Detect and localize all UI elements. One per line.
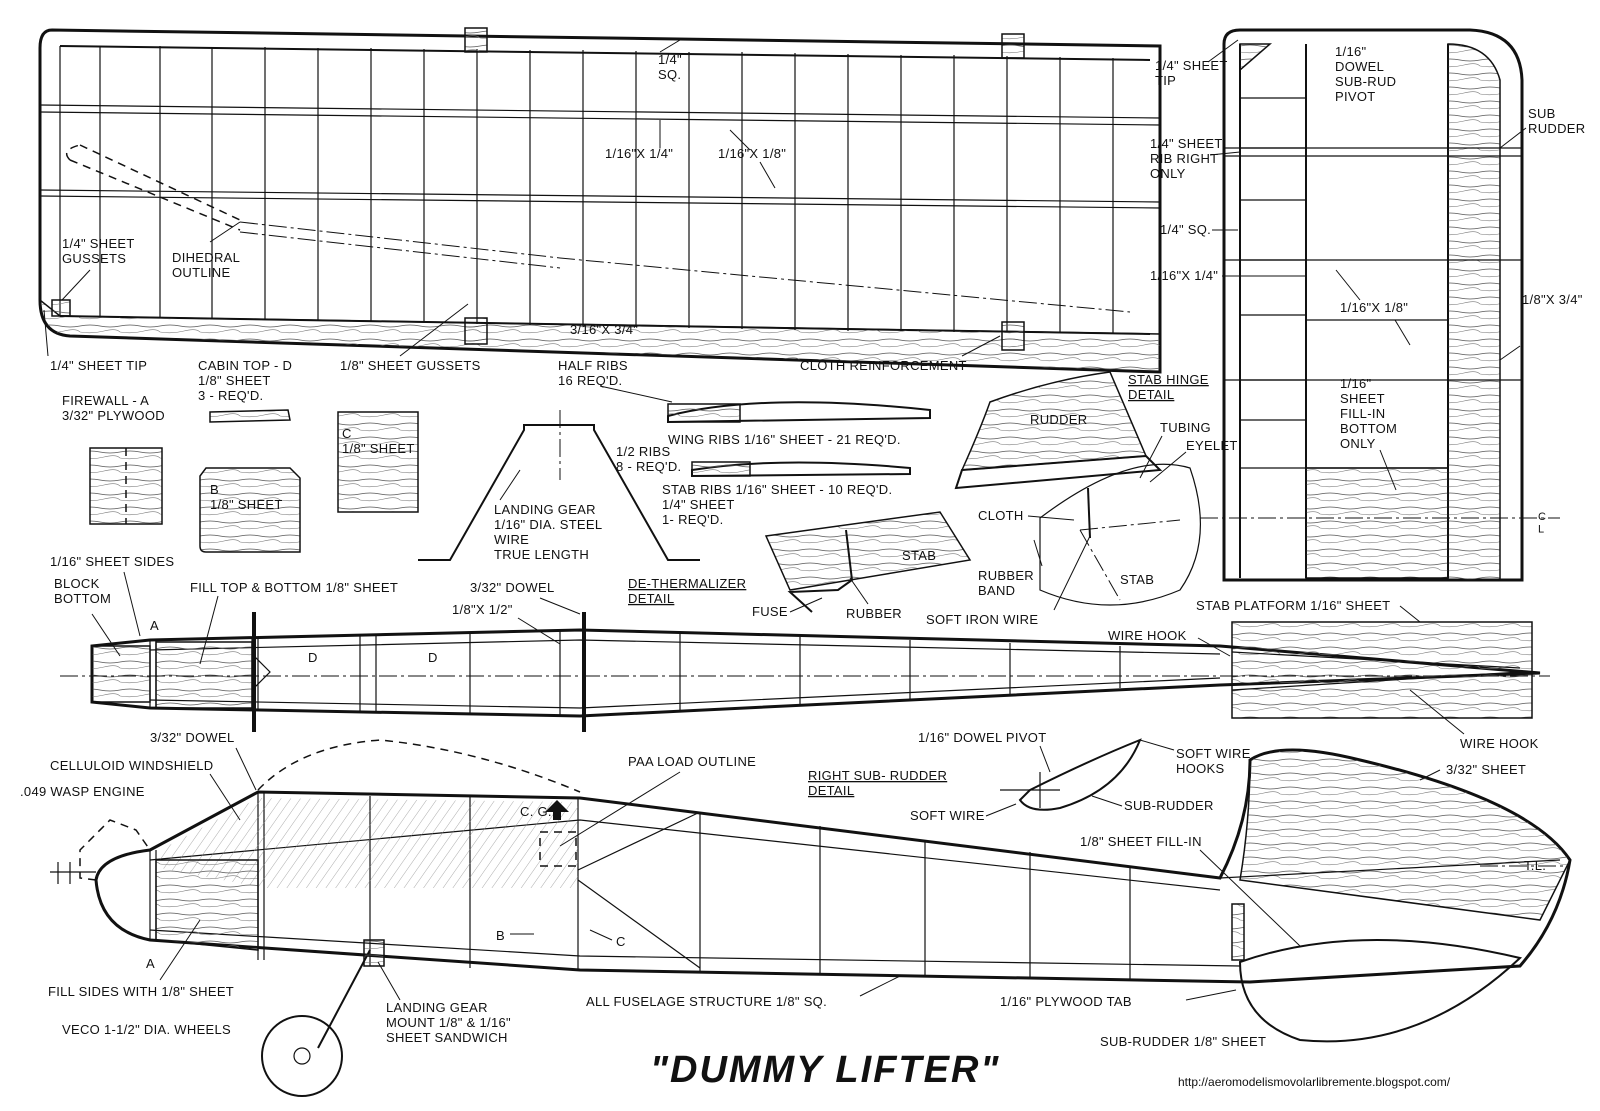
- hinge-cloth-label: CLOTH: [978, 508, 1024, 523]
- wire-hook-1-label: WIRE HOOK: [1108, 628, 1187, 643]
- top-dowel-label: 3/32" DOWEL: [470, 580, 555, 595]
- engine-label: .049 WASP ENGINE: [20, 784, 145, 799]
- plan-title: "DUMMY LIFTER": [650, 1049, 1000, 1091]
- hinge-stab-label: STAB: [1120, 572, 1154, 587]
- dt-fuse-label: FUSE: [752, 604, 788, 619]
- structure-label: ALL FUSELAGE STRUCTURE 1/8" SQ.: [586, 994, 827, 1009]
- wire-hook-2-label: WIRE HOOK: [1460, 736, 1539, 751]
- strip-label: 1/8"X 1/2": [452, 602, 513, 617]
- stab-sq-label: 1/4" SQ.: [1160, 222, 1211, 237]
- station-b-label: B: [496, 928, 505, 943]
- soft-iron-wire-label: SOFT IRON WIRE: [926, 612, 1038, 627]
- stab-platform-label: STAB PLATFORM 1/16" SHEET: [1196, 598, 1390, 613]
- fin-sheet-label: 3/32" SHEET: [1446, 762, 1526, 777]
- wing-gussets-label: 1/8" SHEET GUSSETS: [340, 358, 481, 373]
- stab-spar1-label: 1/16"X 1/4": [1150, 268, 1218, 283]
- stab-spar2-label: 1/16"X 1/8": [1340, 300, 1408, 315]
- stab-planform: [1200, 28, 1560, 582]
- tl-label: T.L.: [1524, 858, 1546, 873]
- stab-platform: [1231, 621, 1533, 719]
- fill-sides-label: FILL SIDES WITH 1/8" SHEET: [48, 984, 234, 999]
- part-b: [199, 467, 301, 553]
- dowel-pivot-label: 1/16" DOWEL PIVOT: [918, 730, 1046, 745]
- cg-label: C. G.: [520, 804, 552, 819]
- fuselage-top-view: [60, 612, 1550, 732]
- wing-spar1-label: 1/16"X 1/4": [605, 146, 673, 161]
- station-d1: D: [308, 650, 318, 665]
- fill-top-bottom-label: FILL TOP & BOTTOM 1/8" SHEET: [190, 580, 398, 595]
- firewall-part: [89, 447, 163, 525]
- wing-ribs: [59, 46, 1114, 334]
- paa-load-label: PAA LOAD OUTLINE: [628, 754, 756, 769]
- tubing-label: TUBING: [1160, 420, 1211, 435]
- block-bottom: [91, 645, 151, 703]
- stab-te-label: 1/8"X 3/4": [1522, 292, 1583, 307]
- wing-labels: 1/4"SQ. 1/16"X 1/4" 1/16"X 1/8" 1/4" SHE…: [43, 39, 1001, 373]
- wing-tip-label: 1/4" SHEET TIP: [50, 358, 147, 373]
- source-url: http://aeromodelismovolarlibremente.blog…: [1178, 1075, 1451, 1089]
- soft-wire-label: SOFT WIRE: [910, 808, 985, 823]
- wing-te-label: 3/16"X 3/4": [570, 322, 638, 337]
- station-d2: D: [428, 650, 438, 665]
- wing-ribs-label: WING RIBS 1/16" SHEET - 21 REQ'D.: [668, 432, 901, 447]
- wing-sq-label: 1/4"SQ.: [658, 52, 682, 82]
- wing-spar2-label: 1/16"X 1/8": [718, 146, 786, 161]
- stab-ribs-label: STAB RIBS 1/16" SHEET - 10 REQ'D.1/4" SH…: [662, 482, 892, 527]
- fill-in-label: 1/8" SHEET FILL-IN: [1080, 834, 1202, 849]
- sub-rudder-sheet-label: SUB-RUDDER 1/8" SHEET: [1100, 1034, 1266, 1049]
- fuselage-side-view: [50, 739, 1572, 1097]
- eyelet-label: EYELET: [1186, 438, 1238, 453]
- cloth-reinforcement-label: CLOTH REINFORCEMENT: [800, 358, 967, 373]
- dt-rubber-label: RUBBER: [846, 606, 902, 621]
- sub-rudder-detail-label: SUB-RUDDER: [1124, 798, 1214, 813]
- station-c-label: C: [616, 934, 626, 949]
- plywood-tab-label: 1/16" PLYWOOD TAB: [1000, 994, 1132, 1009]
- sheet-sides-label: 1/16" SHEET SIDES: [50, 554, 174, 569]
- hinge-rudder-label: RUDDER: [1030, 412, 1087, 427]
- fin: [1239, 749, 1571, 921]
- station-a-side: A: [146, 956, 155, 971]
- dt-stab-label: STAB: [902, 548, 936, 563]
- part-c: [337, 411, 419, 513]
- wheels-label: VECO 1-1/2" DIA. WHEELS: [62, 1022, 231, 1037]
- side-dowel-label: 3/32" DOWEL: [150, 730, 235, 745]
- fuselage-side-labels: 3/32" DOWEL CELLULOID WINDSHIELD .049 WA…: [20, 730, 1546, 1049]
- wing-planform: [38, 27, 1162, 374]
- station-a-top: A: [150, 618, 159, 633]
- windshield-label: CELLULOID WINDSHIELD: [50, 758, 213, 773]
- sub-rudder: [1238, 938, 1523, 1043]
